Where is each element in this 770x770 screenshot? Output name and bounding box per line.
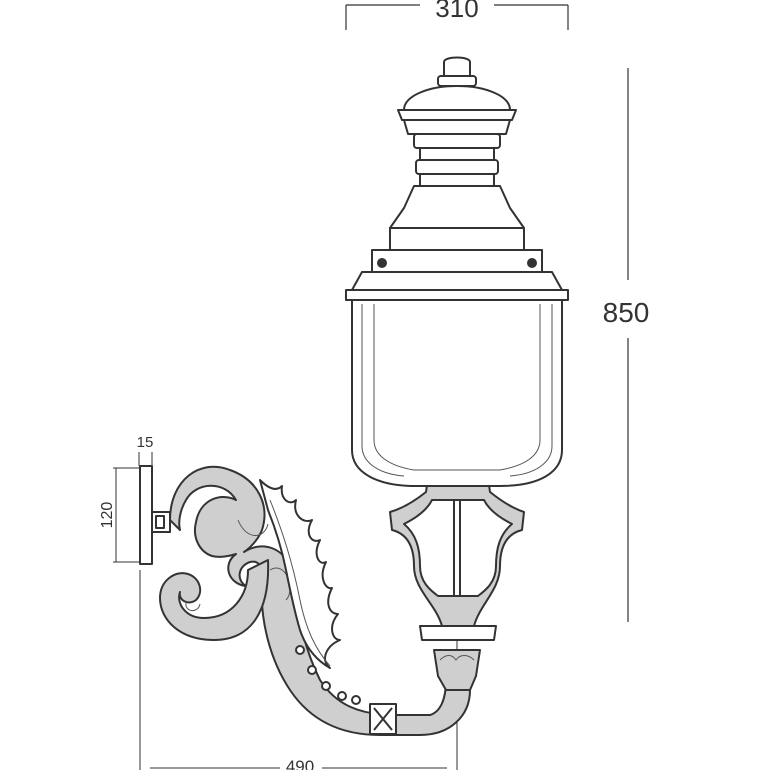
dimension-label-plate-thickness: 15 <box>137 434 154 451</box>
lantern-roof <box>345 56 569 301</box>
dimension-label-plate-height: 120 <box>99 502 116 529</box>
lantern-glass <box>351 299 563 487</box>
dimension-label-height: 850 <box>603 297 650 328</box>
dimension-plate-height: 120 <box>99 467 140 563</box>
dimension-top-width: 310 <box>345 0 569 30</box>
dimension-label-top-width: 310 <box>435 0 478 23</box>
dimension-height: 850 <box>603 68 650 622</box>
lantern-cradle <box>389 477 525 641</box>
wall-plate <box>139 465 171 565</box>
dimension-label-arm-reach: 490 <box>286 757 314 770</box>
dimension-plate-thickness: 15 <box>137 434 154 466</box>
bracket-arm <box>159 465 481 736</box>
